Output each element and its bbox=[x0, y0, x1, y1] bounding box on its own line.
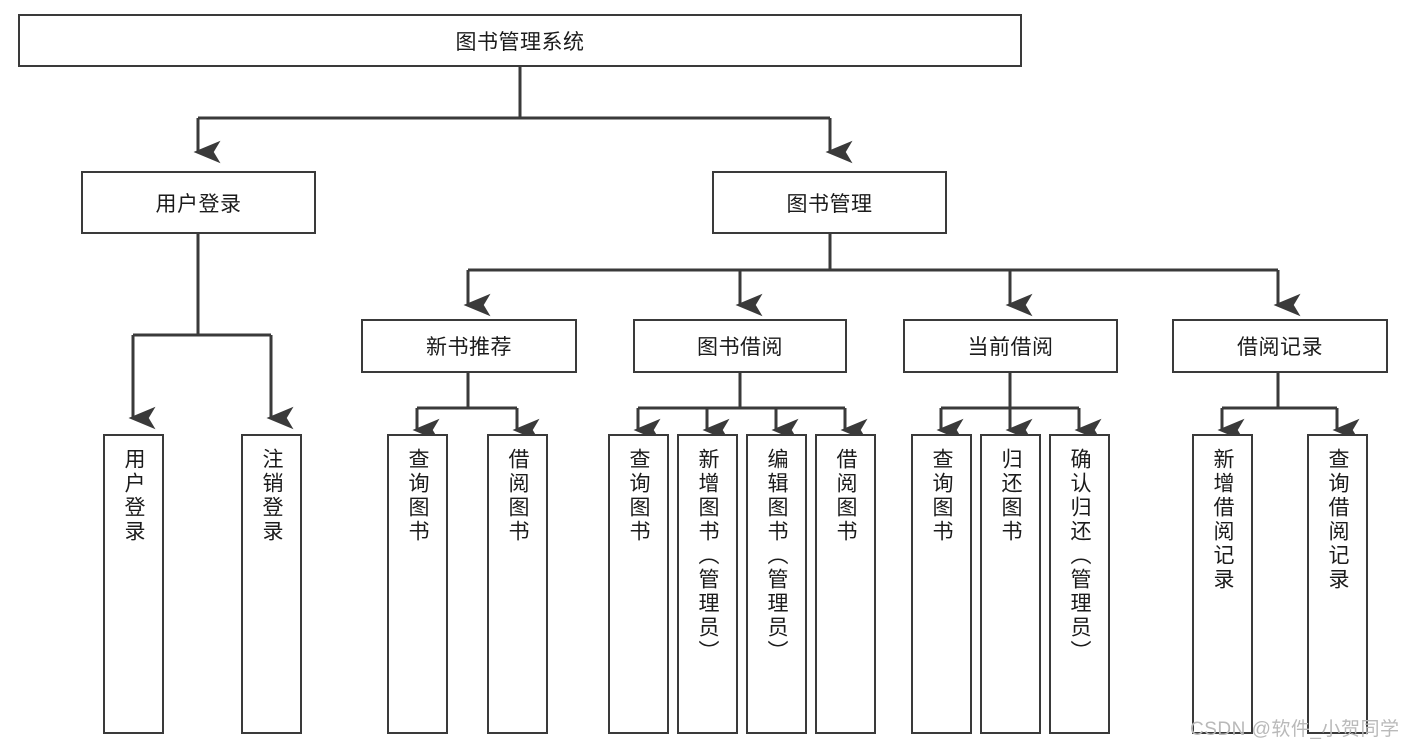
node-label: 图书借阅 bbox=[697, 336, 783, 359]
leaf-book-borrow-query[interactable]: 查询图书 bbox=[608, 434, 669, 734]
leaf-borrow-record-query[interactable]: 查询借阅记录 bbox=[1307, 434, 1368, 734]
node-label: 借阅记录 bbox=[1237, 336, 1323, 359]
leaf-user-login-signout[interactable]: 注销登录 bbox=[241, 434, 302, 734]
node-current-borrow[interactable]: 当前借阅 bbox=[903, 319, 1118, 373]
node-new-book-recommend[interactable]: 新书推荐 bbox=[361, 319, 577, 373]
node-book-borrow[interactable]: 图书借阅 bbox=[633, 319, 847, 373]
leaf-label: 注销登录 bbox=[260, 448, 283, 544]
leaf-borrow-record-add[interactable]: 新增借阅记录 bbox=[1192, 434, 1253, 734]
leaf-current-borrow-query[interactable]: 查询图书 bbox=[911, 434, 972, 734]
leaf-label: 查询借阅记录 bbox=[1326, 448, 1349, 592]
leaf-book-borrow-borrow[interactable]: 借阅图书 bbox=[815, 434, 876, 734]
leaf-new-book-query[interactable]: 查询图书 bbox=[387, 434, 448, 734]
leaf-label: 查询图书 bbox=[406, 448, 429, 544]
leaf-label: 借阅图书 bbox=[834, 448, 857, 544]
node-label: 图书管理 bbox=[786, 192, 873, 216]
leaf-label: 查询图书 bbox=[930, 448, 953, 544]
leaf-label: 新增图书（管理员） bbox=[696, 448, 719, 664]
leaf-user-login-signin[interactable]: 用户登录 bbox=[103, 434, 164, 734]
node-borrow-record[interactable]: 借阅记录 bbox=[1172, 319, 1388, 373]
leaf-label: 查询图书 bbox=[627, 448, 650, 544]
leaf-book-borrow-add[interactable]: 新增图书（管理员） bbox=[677, 434, 738, 734]
node-label: 图书管理系统 bbox=[455, 30, 585, 54]
node-label: 用户登录 bbox=[155, 192, 242, 216]
leaf-label: 归还图书 bbox=[999, 448, 1022, 544]
leaf-book-borrow-edit[interactable]: 编辑图书（管理员） bbox=[746, 434, 807, 734]
csdn-watermark: CSDN @软件_小贺同学 bbox=[1190, 719, 1400, 740]
leaf-label: 新增借阅记录 bbox=[1211, 448, 1234, 592]
leaf-label: 用户登录 bbox=[122, 448, 145, 544]
node-label: 当前借阅 bbox=[967, 336, 1054, 359]
node-user-login[interactable]: 用户登录 bbox=[81, 171, 316, 234]
node-root-system[interactable]: 图书管理系统 bbox=[18, 14, 1022, 67]
leaf-label: 确认归还（管理员） bbox=[1068, 448, 1091, 664]
leaf-current-borrow-return[interactable]: 归还图书 bbox=[980, 434, 1041, 734]
node-label: 新书推荐 bbox=[426, 336, 512, 359]
leaf-new-book-borrow[interactable]: 借阅图书 bbox=[487, 434, 548, 734]
leaf-label: 借阅图书 bbox=[506, 448, 529, 544]
leaf-label: 编辑图书（管理员） bbox=[765, 448, 788, 664]
leaf-current-borrow-confirm-return[interactable]: 确认归还（管理员） bbox=[1049, 434, 1110, 734]
node-book-management[interactable]: 图书管理 bbox=[712, 171, 947, 234]
